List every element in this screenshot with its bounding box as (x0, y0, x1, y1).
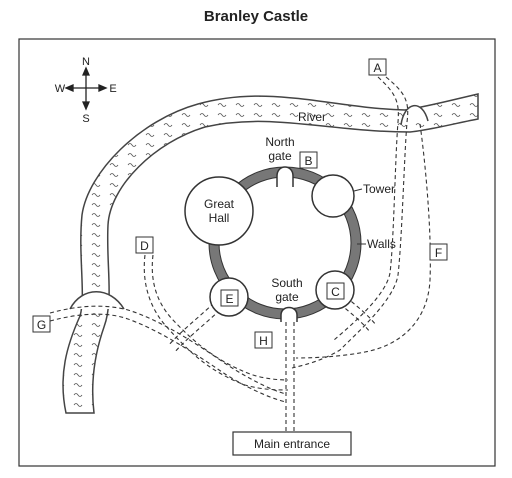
great-hall (184, 176, 254, 246)
map-frame (18, 38, 496, 467)
compass-e: E (109, 83, 116, 95)
marker-a: A (373, 61, 381, 75)
marker-e-box (220, 289, 239, 307)
marker-b: B (304, 154, 312, 168)
river-label: River (298, 110, 326, 124)
marker-h-box (254, 331, 273, 349)
path-g-1 (49, 313, 287, 403)
marker-b-box (299, 151, 318, 169)
diagram-title: Branley Castle (203, 8, 309, 25)
marker-f: F (435, 246, 442, 260)
path-a-west (333, 76, 399, 341)
marker-f-box (429, 243, 448, 261)
marker-g: G (37, 318, 46, 332)
marker-g-box (32, 315, 51, 333)
bridge-west (69, 291, 125, 310)
tower-leader (353, 188, 363, 192)
north-gate (276, 166, 294, 187)
marker-boxes (32, 58, 448, 349)
south-gate-label-2: gate (275, 290, 299, 304)
paths (49, 76, 431, 432)
south-gate-label-1: South (271, 276, 302, 290)
path-e-1 (167, 302, 215, 347)
great-hall-label-1: Great (204, 197, 235, 211)
marker-c: C (331, 285, 340, 299)
path-f (295, 123, 431, 359)
path-e-2 (173, 309, 221, 354)
great-hall-label-2: Hall (209, 211, 230, 225)
compass-s: S (82, 113, 89, 125)
path-d-2 (151, 254, 289, 381)
tower (311, 174, 355, 218)
compass-w: W (55, 83, 66, 95)
main-entrance-box (232, 431, 352, 456)
north-gate-label-2: gate (268, 149, 292, 163)
path-d-1 (143, 254, 289, 391)
marker-d: D (140, 239, 149, 253)
marker-d-box (135, 236, 154, 254)
main-entrance-label: Main entrance (254, 437, 330, 451)
marker-c-box (326, 282, 345, 300)
tower-label: Tower (363, 182, 395, 196)
path-g-2 (49, 305, 287, 395)
compass (64, 66, 108, 111)
compass-n: N (82, 56, 90, 68)
path-a-east (291, 76, 409, 369)
path-c-2 (339, 303, 371, 333)
south-gate (280, 306, 298, 322)
walls-label: Walls (367, 237, 396, 251)
river (62, 93, 479, 414)
north-gate-label-1: North (265, 135, 294, 149)
marker-e: E (225, 292, 233, 306)
marker-a-box (368, 58, 387, 76)
marker-h: H (259, 334, 268, 348)
